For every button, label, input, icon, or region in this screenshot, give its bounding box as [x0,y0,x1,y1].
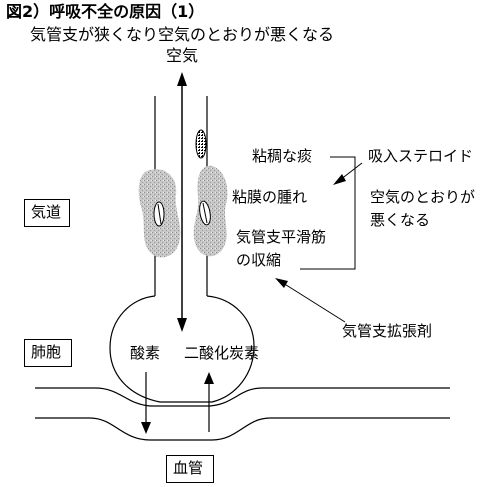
airflow-worse-label-line1: 空気のとおりが [370,188,476,206]
blood-vessel-wall-top [35,387,450,407]
figure-title: 図2）呼吸不全の原因（1） [6,2,205,21]
blood-vessel-label: 血管 [173,459,204,477]
figure-subtitle: 気管支が狭くなり空気のとおりが悪くなる [30,25,335,44]
mucosa-swelling-right [193,165,228,257]
alveolus-outline [109,295,255,403]
inhaled-steroid-label: 吸入ステロイド [368,147,474,165]
phlegm-blob [195,129,207,159]
phlegm-label: 粘稠な痰 [252,147,313,165]
mucosa-swelling-label: 粘膜の腫れ [232,188,308,206]
blood-vessel-wall-bottom [35,417,450,441]
alveolus-label: 肺胞 [31,343,62,361]
air-label: 空気 [166,46,199,65]
smooth-muscle-label-line2: の収縮 [236,251,282,269]
alveolus-box: 肺胞 [24,339,72,367]
oxygen-label: 酸素 [130,344,161,362]
bronchodilator-label: 気管支拡張剤 [342,322,433,340]
smooth-muscle-label-line1: 気管支平滑筋 [236,228,327,246]
bronchodilator-arrow [282,282,346,323]
label-bracket [300,156,356,270]
blood-vessel-box: 血管 [166,455,214,483]
airway-label: 気道 [31,203,62,221]
airway-box: 気道 [24,199,70,227]
airflow-worse-label-line2: 悪くなる [370,211,431,229]
co2-label: 二酸化炭素 [184,344,260,362]
